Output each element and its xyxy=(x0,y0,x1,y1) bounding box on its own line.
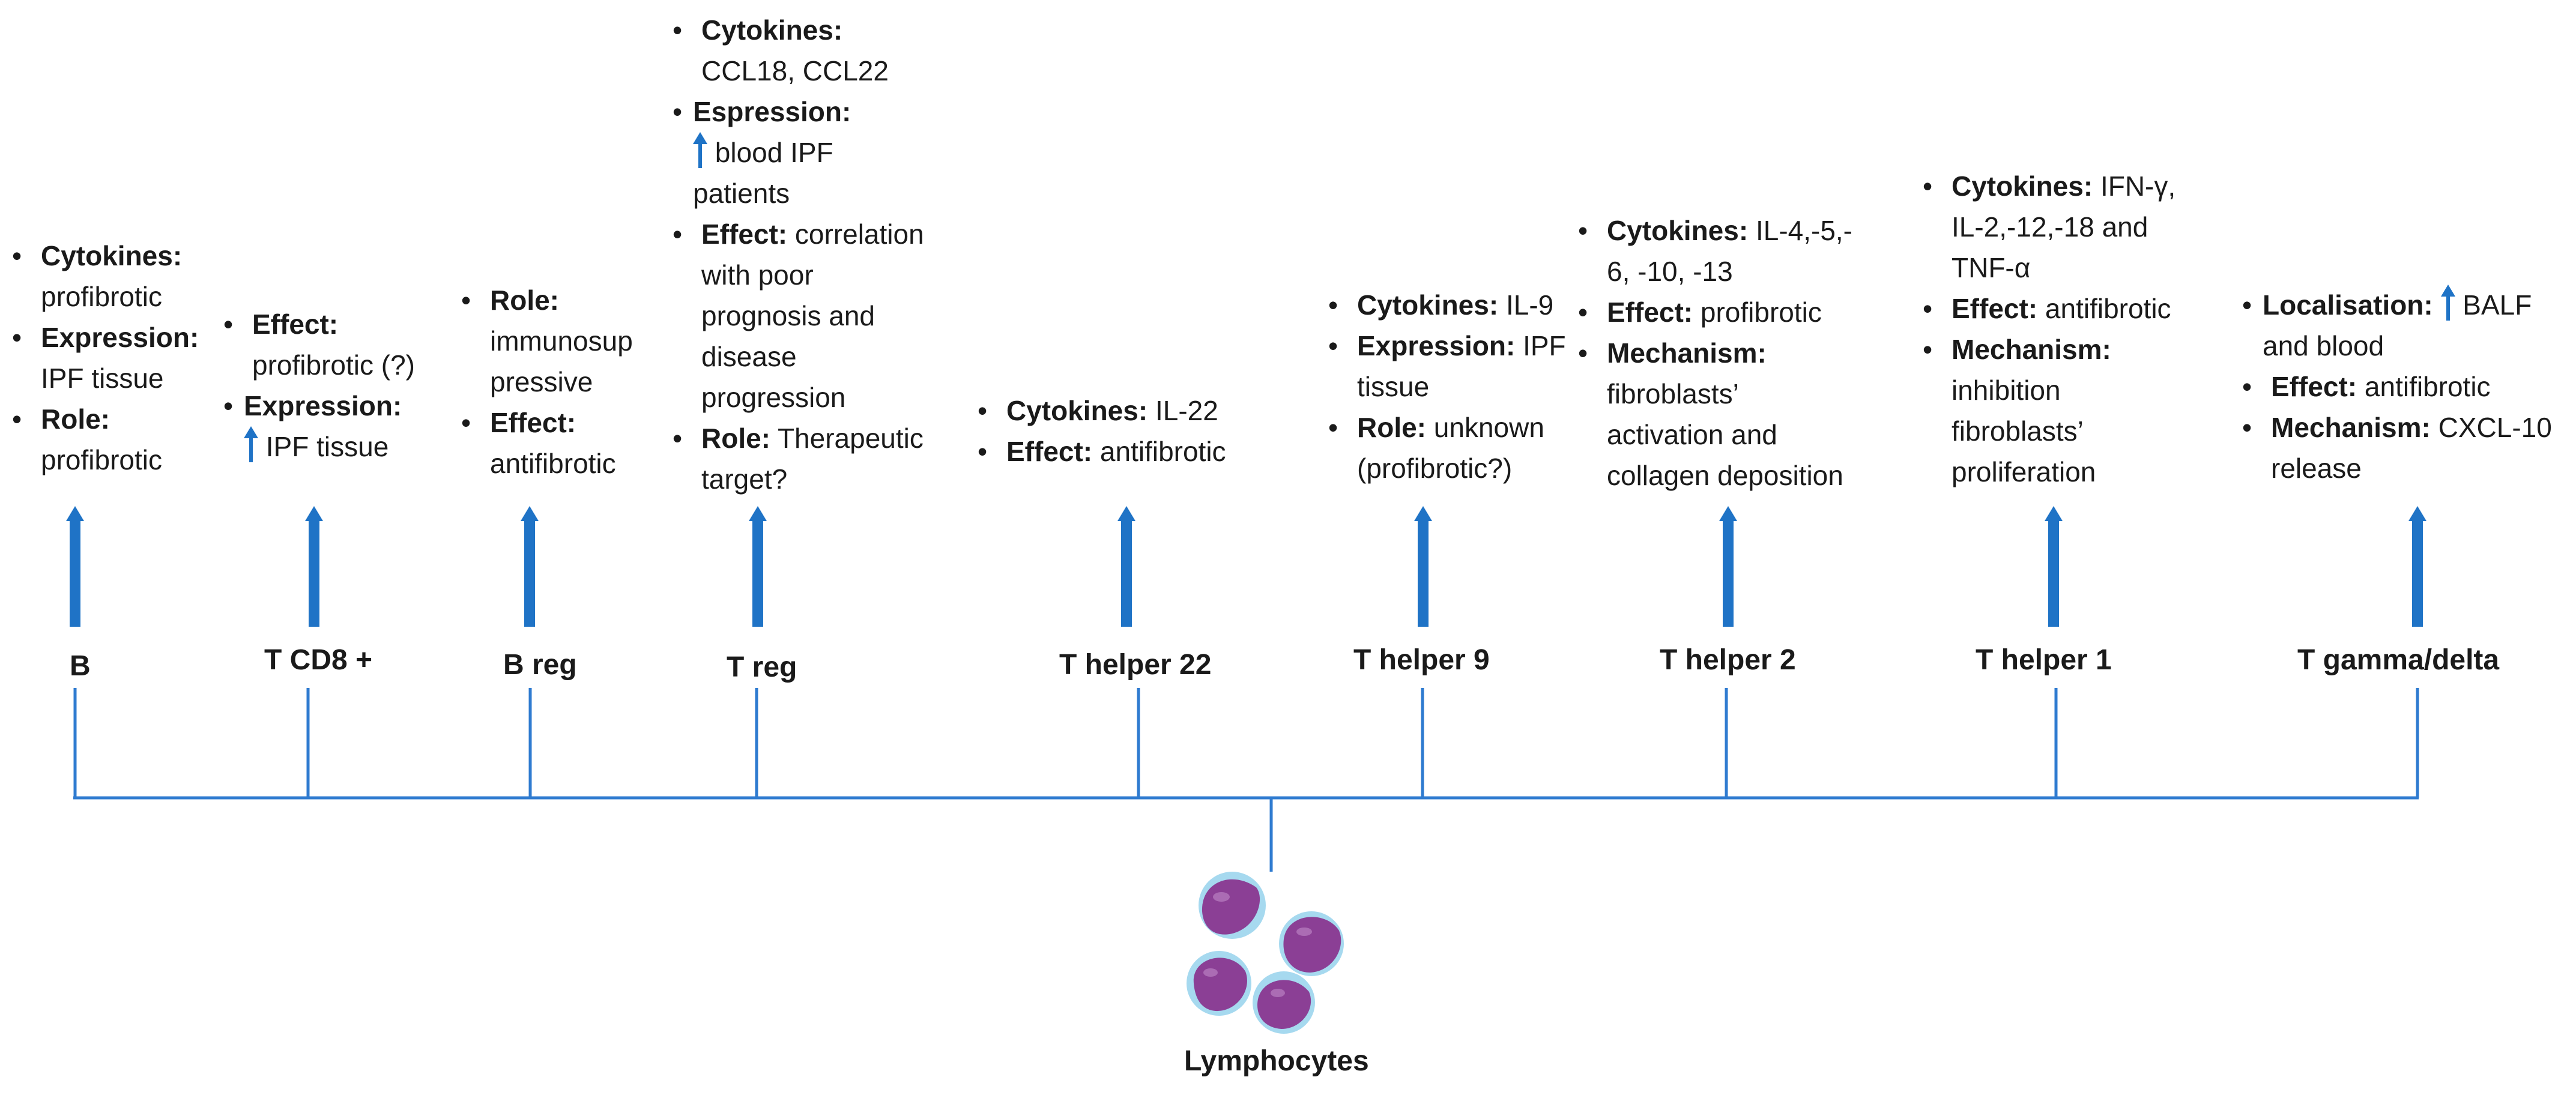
label-t-helper-1: T helper 1 xyxy=(1976,644,2112,676)
info-box-t-cd8: Effect:profibrotic (?) Expression: IPF t… xyxy=(223,304,464,467)
info-item: Effect: antifibrotic xyxy=(978,431,1290,472)
info-item: Cytokines: IL-9 xyxy=(1328,285,1592,325)
info-item: Expression:IPF tissue xyxy=(12,317,210,399)
info-item: Effect: profibrotic xyxy=(1578,292,1896,333)
info-item: Effect: antifibrotic xyxy=(1923,288,2223,329)
up-arrow-icon xyxy=(2440,285,2455,321)
label-t-gamma-delta: T gamma/delta xyxy=(2297,644,2500,676)
arrow-t-helper-9 xyxy=(1414,506,1432,627)
lymphocyte-cell xyxy=(1279,911,1344,976)
info-box-t-helper-22: Cytokines: IL-22 Effect: antifibrotic xyxy=(978,390,1290,472)
info-item: Role: unknown(profibrotic?) xyxy=(1328,407,1592,489)
info-item: Expression: IPF tissue xyxy=(223,385,464,467)
arrow-t-helper-2 xyxy=(1719,506,1737,627)
label-t-reg: T reg xyxy=(727,651,797,683)
info-item: Effect:profibrotic (?) xyxy=(223,304,464,385)
label-b-reg: B reg xyxy=(503,649,577,681)
info-item: Effect:antifibrotic xyxy=(461,402,665,484)
arrow-t-cd8 xyxy=(305,506,323,627)
info-box-t-helper-2: Cytokines: IL-4,-5,-6, -10, -13 Effect: … xyxy=(1578,210,1896,496)
info-item: Cytokines:CCL18, CCL22 xyxy=(673,10,973,91)
label-b: B xyxy=(70,650,91,682)
info-item: Cytokines: IL-22 xyxy=(978,390,1290,431)
info-box-b: Cytokines:profibrotic Expression:IPF tis… xyxy=(12,235,210,480)
up-arrow-icon xyxy=(693,132,707,168)
label-t-helper-9: T helper 9 xyxy=(1353,644,1490,676)
arrow-b xyxy=(66,506,84,627)
arrow-t-reg xyxy=(749,506,767,627)
info-box-t-reg: Cytokines:CCL18, CCL22 Espression: blood… xyxy=(673,10,973,499)
info-item: Effect: antifibrotic xyxy=(2242,366,2566,407)
arrow-t-helper-22 xyxy=(1117,506,1135,627)
label-t-helper-22: T helper 22 xyxy=(1059,649,1212,681)
lymphocyte-cell xyxy=(1253,971,1315,1034)
label-t-helper-2: T helper 2 xyxy=(1660,644,1796,676)
up-arrow-icon xyxy=(244,426,258,462)
arrow-t-helper-1 xyxy=(2045,506,2063,627)
info-item: Role:profibrotic xyxy=(12,399,210,480)
root-label: Lymphocytes xyxy=(1184,1045,1369,1077)
info-item: Cytokines: IL-4,-5,-6, -10, -13 xyxy=(1578,210,1896,292)
lymphocyte-cell xyxy=(1199,872,1266,939)
arrow-t-gamma-delta xyxy=(2408,506,2426,627)
info-item: Cytokines:profibrotic xyxy=(12,235,210,317)
label-t-cd8: T CD8 + xyxy=(264,644,373,676)
info-item: Mechanism:inhibitionfibroblasts’prolifer… xyxy=(1923,329,2223,492)
lymphocyte-cell xyxy=(1187,951,1251,1016)
lymphocytes-icon xyxy=(1187,872,1344,1034)
arrow-b-reg xyxy=(521,506,539,627)
info-item: Mechanism:fibroblasts’activation andcoll… xyxy=(1578,333,1896,496)
